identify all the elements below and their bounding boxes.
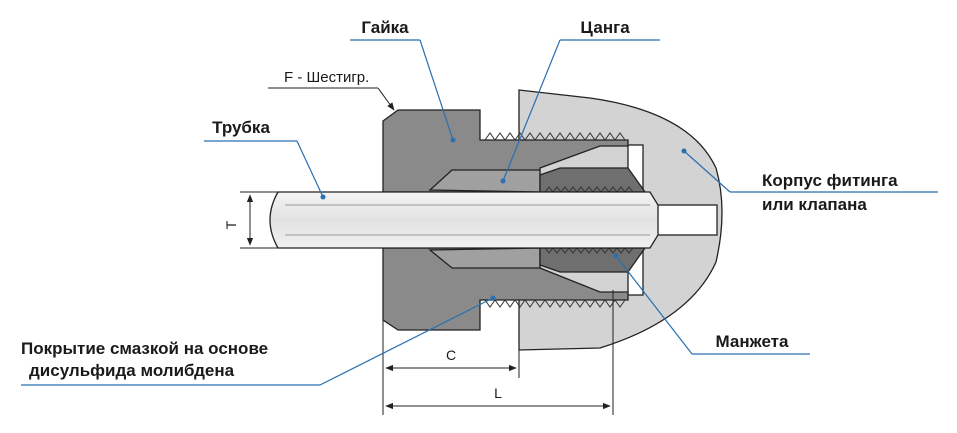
sleeve-label: Манжета [716, 332, 789, 351]
coating-label-line2: дисульфида молибдена [29, 361, 235, 380]
collet-label: Цанга [580, 18, 630, 37]
collet-dot [500, 178, 506, 184]
collet-lower [428, 247, 541, 269]
tube-label: Трубка [212, 118, 270, 137]
body-label-line1: Корпус фитинга [762, 171, 898, 190]
collet-upper [428, 169, 541, 193]
sleeve-thread-lower [544, 247, 634, 254]
c-dimension-label: C [446, 347, 456, 363]
sleeve-leader [615, 255, 693, 355]
sleeve-dot [613, 253, 619, 259]
nut-label: Гайка [361, 18, 409, 37]
t-dimension-label: T [223, 220, 239, 229]
tube-leader [296, 140, 324, 198]
l-dimension-label: L [494, 385, 502, 401]
body-dot [681, 148, 687, 154]
body-label-line2: или клапана [762, 195, 867, 214]
lower-thread [484, 299, 626, 308]
tube-dot [320, 194, 326, 200]
hex-label: F - Шестигр. [284, 69, 369, 86]
upper-thread [484, 132, 626, 141]
collet-leader [502, 39, 561, 182]
body-leader [683, 150, 731, 193]
nut-dot [450, 137, 456, 143]
coating-label-line1: Покрытие смазкой на основе [21, 339, 268, 358]
tube-shape [269, 191, 659, 249]
coating-leader [319, 297, 494, 386]
sleeve-thread-upper [544, 186, 634, 193]
coating-dot [490, 295, 496, 301]
hex-leader [377, 87, 395, 111]
nut-leader [419, 39, 454, 141]
